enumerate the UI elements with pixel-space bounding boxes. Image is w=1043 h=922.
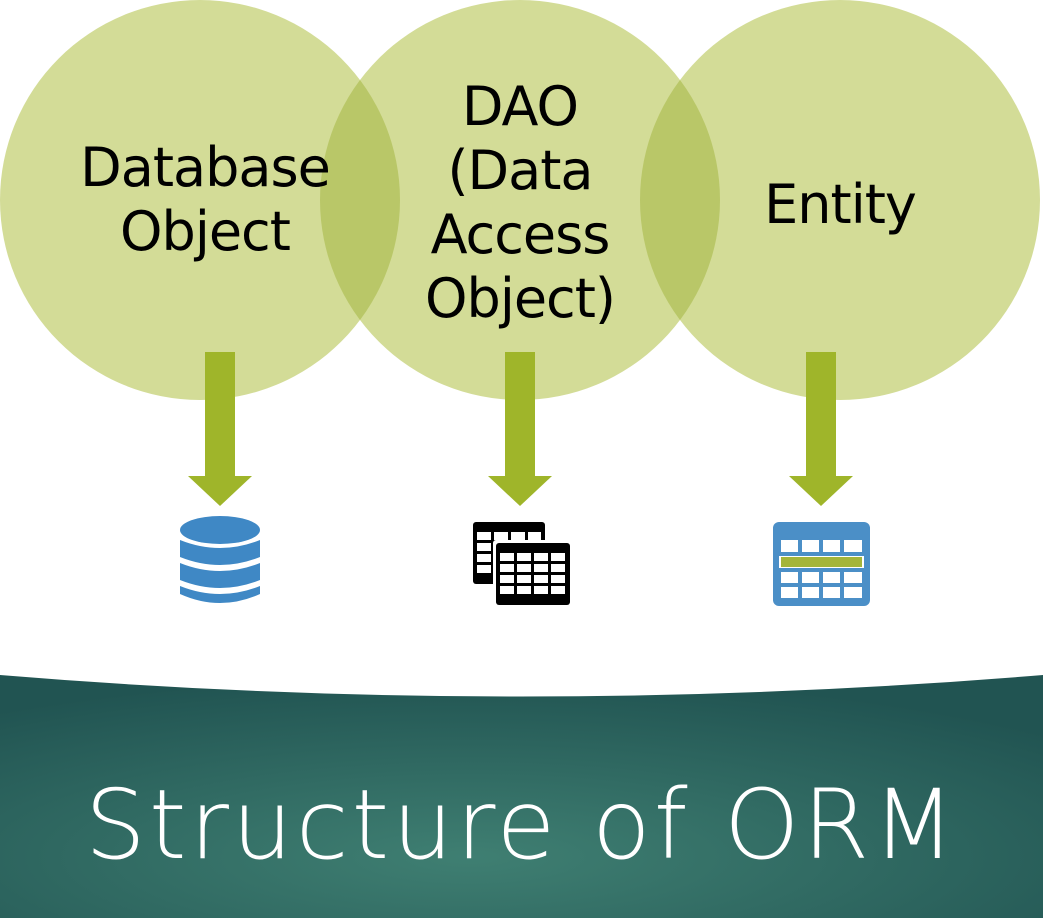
tables-icon <box>473 522 573 608</box>
database-icon <box>180 516 260 603</box>
node-label-database-object: Database Object <box>80 136 331 263</box>
node-circle-entity <box>640 0 1040 400</box>
node-circle-dao <box>320 0 720 400</box>
footer-title: Structure of ORM <box>84 769 959 881</box>
arrow-entity <box>789 352 853 506</box>
node-label-entity: Entity <box>764 173 917 236</box>
table-icon <box>773 522 870 606</box>
node-label-dao: DAO (Data Access Object) <box>425 75 616 330</box>
footer-band <box>0 675 1043 918</box>
arrow-database <box>188 352 252 506</box>
arrow-dao <box>488 352 552 506</box>
node-circle-database-object <box>0 0 400 400</box>
